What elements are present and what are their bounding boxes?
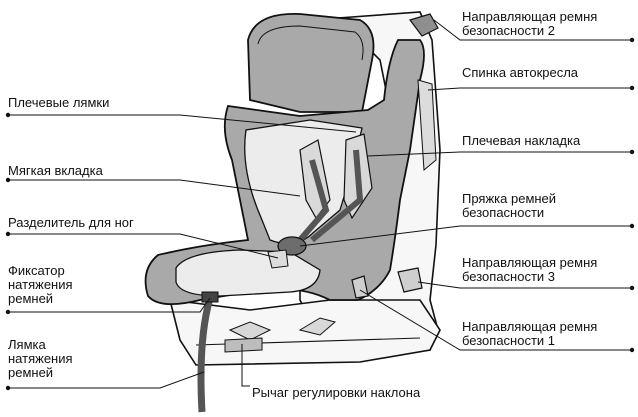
label-shoulder-straps: Плечевые лямки	[8, 96, 109, 110]
label-recline-lever: Рычаг регулировки наклона	[252, 386, 420, 400]
recline-lever-graphic	[225, 338, 262, 352]
label-shoulder-pad: Плечевая накладка	[462, 134, 580, 148]
label-seat-back: Спинка автокресла	[462, 66, 578, 80]
seat-cushion	[176, 250, 320, 296]
label-soft-insert: Мягкая вкладка	[8, 164, 103, 178]
headrest	[248, 14, 374, 112]
label-leg-divider: Разделитель для ног	[8, 216, 134, 230]
